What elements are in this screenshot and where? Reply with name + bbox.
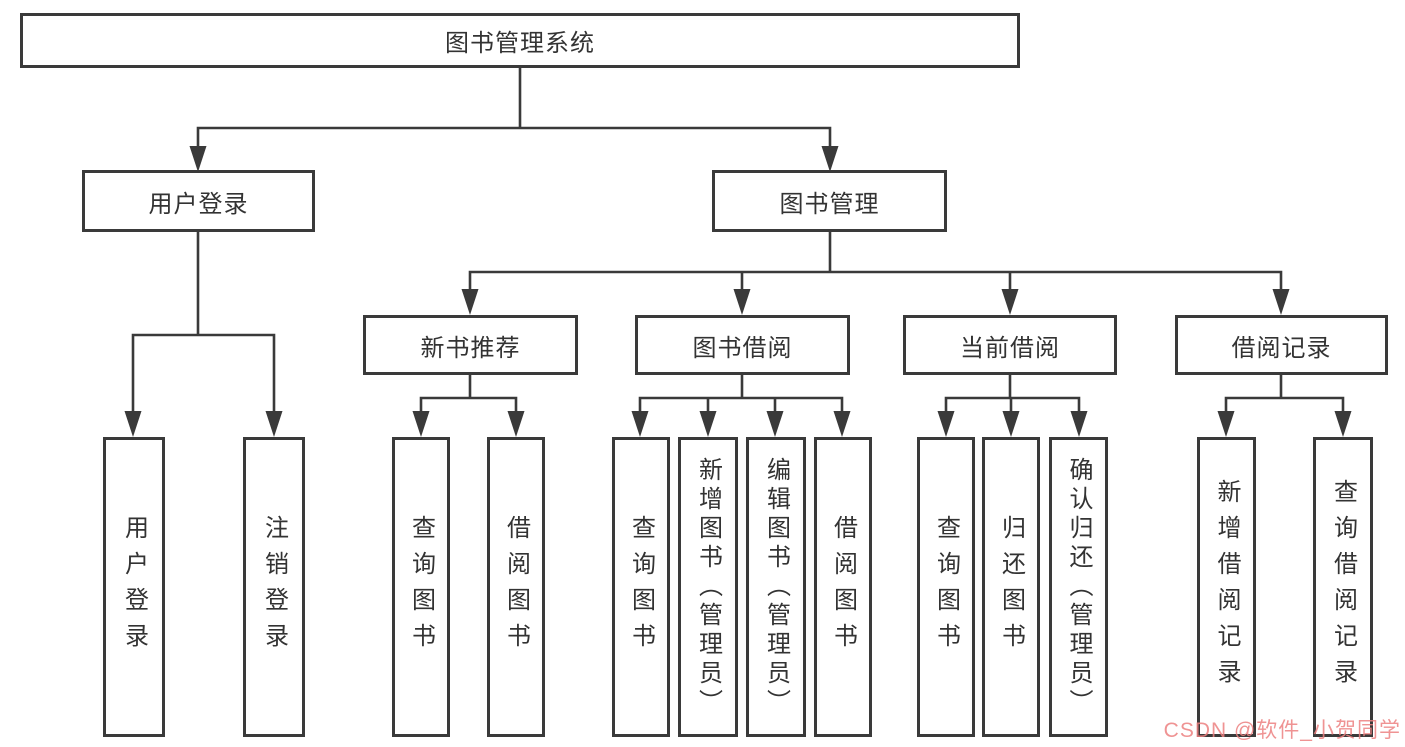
leaf-br-add-record: 新增借阅记录 <box>1197 437 1256 737</box>
leaf-bb-borrow-books: 借阅图书 <box>814 437 872 737</box>
leaf-bb-query-books-label: 查询图书 <box>627 515 655 659</box>
node-book-management: 图书管理 <box>712 170 947 232</box>
leaf-logout: 注销登录 <box>243 437 305 737</box>
edge-bookmgmt-branch <box>468 270 1283 292</box>
leaf-nbr-borrow-books-label: 借阅图书 <box>502 515 530 659</box>
node-new-book-recommend: 新书推荐 <box>363 315 578 375</box>
leaf-cb-return-books: 归还图书 <box>982 437 1040 737</box>
leaf-cb-query-books-label: 查询图书 <box>932 515 960 659</box>
leaf-bb-query-books: 查询图书 <box>612 437 670 737</box>
edge-userlogin-branch <box>131 333 276 414</box>
node-library-system-label: 图书管理系统 <box>445 30 595 57</box>
leaf-cb-query-books: 查询图书 <box>917 437 975 737</box>
leaf-nbr-query-books: 查询图书 <box>392 437 450 737</box>
leaf-br-query-record-label: 查询借阅记录 <box>1329 479 1357 695</box>
leaf-bb-add-books-admin: 新增图书（管理员） <box>678 437 738 737</box>
node-book-borrow: 图书借阅 <box>635 315 850 375</box>
node-user-login-label: 用户登录 <box>148 190 249 218</box>
node-current-borrow: 当前借阅 <box>903 315 1117 375</box>
leaf-br-add-record-label: 新增借阅记录 <box>1213 479 1240 695</box>
edge-br-branch <box>1224 396 1345 414</box>
node-book-management-label: 图书管理 <box>779 190 880 218</box>
csdn-watermark: CSDN @软件_小贺同学 <box>1163 719 1401 742</box>
leaf-nbr-query-books-label: 查询图书 <box>407 515 435 659</box>
edge-bb-branch <box>638 396 844 414</box>
arrowheads <box>124 146 1352 437</box>
node-current-borrow-label: 当前借阅 <box>960 334 1060 362</box>
leaf-bb-borrow-books-label: 借阅图书 <box>829 515 857 659</box>
leaf-bb-edit-books-admin: 编辑图书（管理员） <box>746 437 806 737</box>
leaf-cb-return-books-label: 归还图书 <box>997 515 1025 659</box>
leaf-br-query-record: 查询借阅记录 <box>1313 437 1373 737</box>
edge-nbr-branch <box>419 396 518 414</box>
node-user-login: 用户登录 <box>82 170 315 232</box>
leaf-user-login-label: 用户登录 <box>120 515 148 659</box>
node-book-borrow-label: 图书借阅 <box>692 334 793 362</box>
leaf-logout-label: 注销登录 <box>260 515 288 659</box>
leaf-cb-confirm-return-admin-label: 确认归还（管理员） <box>1065 456 1092 718</box>
node-borrow-records-label: 借阅记录 <box>1231 334 1332 362</box>
edge-root-branch <box>196 126 832 149</box>
edge-cb-branch <box>944 396 1081 414</box>
leaf-user-login: 用户登录 <box>103 437 165 737</box>
leaf-cb-confirm-return-admin: 确认归还（管理员） <box>1049 437 1108 737</box>
node-borrow-records: 借阅记录 <box>1175 315 1388 375</box>
leaf-bb-add-books-admin-label: 新增图书（管理员） <box>694 456 722 718</box>
leaf-nbr-borrow-books: 借阅图书 <box>487 437 545 737</box>
node-library-system: 图书管理系统 <box>20 13 1020 68</box>
leaf-bb-edit-books-admin-label: 编辑图书（管理员） <box>762 456 790 718</box>
node-new-book-recommend-label: 新书推荐 <box>420 334 521 362</box>
